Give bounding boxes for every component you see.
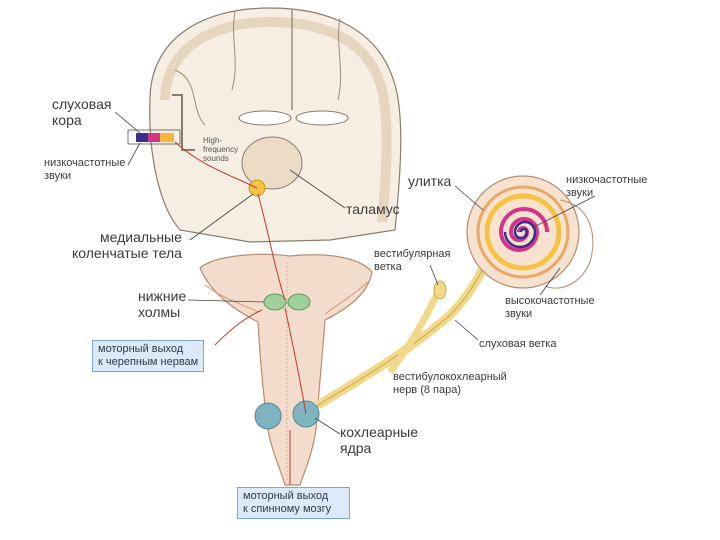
pathway-nucleus-to-colliculus: [284, 307, 307, 415]
cochlea-ring-1: [476, 185, 570, 279]
label-inferior-colliculi: нижние холмы: [138, 288, 187, 320]
leader-vestibular-branch: [429, 264, 439, 286]
cochlea-base-tube: [544, 199, 594, 289]
cortex-mid-freq-band: [148, 133, 160, 142]
inferior-colliculus-right: [287, 293, 311, 311]
cochlea-outer: [466, 175, 580, 289]
label-low-freq-cortex: низкочастотные звуки: [44, 157, 126, 182]
auditory-pathway: [174, 141, 307, 485]
label-thalamus: таламус: [346, 201, 400, 217]
label-low-freq-cochlea: низкочастотные звуки: [566, 174, 648, 199]
brain-section: [127, 7, 402, 243]
label-auditory-branch: слуховая ветка: [479, 338, 557, 350]
leader-lines: [114, 111, 596, 435]
box-motor-output-nerves: моторный выход к черепным нервам: [92, 340, 204, 372]
vestibular-branch-fiber: [387, 290, 442, 375]
label-high-freq-cortex: High- frequency sounds: [203, 136, 239, 163]
leader-auditory-branch: [454, 319, 479, 341]
label-cochlea: улитка: [408, 173, 452, 189]
leader-low-freq-cortex: [127, 142, 141, 166]
cochlea: [466, 175, 594, 289]
cortex-high-freq-band: [160, 133, 174, 142]
inferior-colliculus-left: [263, 293, 287, 311]
brainstem-outline: [199, 253, 373, 486]
cochlear-nucleus-left: [254, 402, 282, 430]
ventricle-right: [295, 110, 349, 126]
vestibulocochlear-nerve: [315, 252, 495, 409]
leader-low-freq-cochlea: [531, 195, 596, 229]
box-motor-output-spinal: моторный выход к спинному мозгу: [237, 487, 350, 519]
cochlea-spiral-inner: [503, 220, 537, 249]
label-auditory-cortex: слуховая кора: [52, 96, 112, 128]
pathway-colliculus-to-mgb: [257, 193, 286, 301]
leader-auditory-cortex: [114, 111, 141, 134]
cerebrum-outline: [149, 7, 402, 243]
leader-high-freq-cochlea: [539, 267, 561, 296]
label-cochlear-nuclei: кохлеарные ядра: [340, 424, 419, 456]
cerebellar-peduncle-right: [324, 281, 369, 315]
leader-mgb: [189, 193, 254, 241]
leader-cochlear-nuclei: [314, 417, 341, 435]
leader-thalamus: [289, 169, 346, 209]
lateral-sulcus: [172, 94, 195, 151]
pathway-mgb-to-cortex: [174, 141, 258, 189]
brainstem: [199, 253, 373, 486]
ventricle-left: [238, 110, 292, 126]
nerve-trunk-edge: [317, 254, 491, 406]
label-high-freq-cochlea: высокочастотные звуки: [505, 295, 595, 320]
sulcus-2: [337, 17, 342, 101]
cortex-low-freq-band: [136, 133, 148, 142]
pathway-to-motor-nerves: [214, 309, 263, 346]
leader-cochlea: [454, 185, 484, 211]
thalamus-shape: [241, 136, 303, 190]
vestibular-ganglion: [433, 280, 447, 300]
label-vestibulocochlear-nerve: вестибулокохлеарный нерв (8 пара): [393, 371, 507, 396]
cortex-highlight-box: [127, 129, 181, 145]
cochlea-ring-2: [484, 193, 562, 271]
label-medial-geniculate: медиальные коленчатые тела: [72, 229, 182, 261]
sulcus-3: [174, 69, 206, 126]
sulcus-1: [231, 11, 236, 91]
label-vestibular-branch: вестибулярная ветка: [374, 248, 451, 273]
leader-colliculi: [187, 299, 265, 303]
